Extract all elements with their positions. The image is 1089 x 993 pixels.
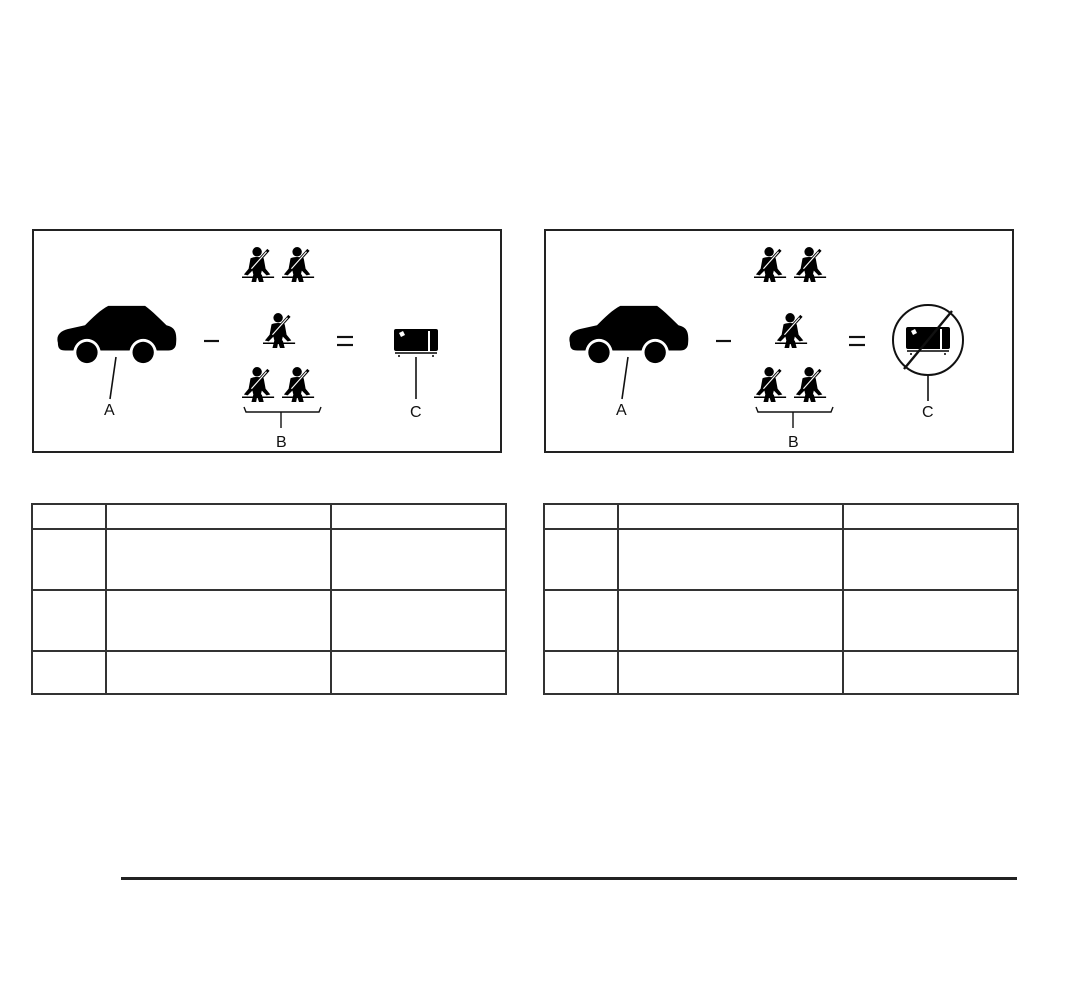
table-cell xyxy=(617,503,844,530)
table-cell xyxy=(330,589,507,652)
callout-label-c: C xyxy=(410,404,422,421)
table-cell xyxy=(617,528,844,591)
table-row xyxy=(543,528,1019,591)
callout-label-a: A xyxy=(616,402,627,419)
table-row xyxy=(543,503,1019,530)
callout-label-b: B xyxy=(788,434,799,451)
capacity-table-left xyxy=(31,503,507,695)
table-row xyxy=(31,650,507,695)
occupant-icon xyxy=(242,245,276,284)
table-row xyxy=(31,589,507,652)
table-cell xyxy=(543,589,619,652)
bracket-b xyxy=(243,406,322,413)
occupant-icon xyxy=(282,365,316,404)
table-cell xyxy=(31,650,107,695)
table-row xyxy=(31,528,507,591)
table-cell xyxy=(543,503,619,530)
occupant-icon xyxy=(754,365,788,404)
table-cell xyxy=(842,528,1019,591)
diagram-right: A B C xyxy=(544,229,1014,453)
table-row xyxy=(543,589,1019,652)
table-cell xyxy=(105,503,332,530)
no-cargo-slash xyxy=(903,310,953,370)
cargo-icon xyxy=(392,327,440,359)
table-cell xyxy=(617,589,844,652)
callout-label-a: A xyxy=(104,402,115,419)
table-cell xyxy=(842,589,1019,652)
diagram-left: A B C xyxy=(32,229,502,453)
occupant-icon xyxy=(775,311,809,350)
occupant-icon xyxy=(282,245,316,284)
occupant-icon xyxy=(242,365,276,404)
table-row xyxy=(31,503,507,530)
bracket-b xyxy=(755,406,834,413)
table-cell xyxy=(330,503,507,530)
table-cell xyxy=(31,503,107,530)
occupant-icon xyxy=(263,311,297,350)
capacity-table-right xyxy=(543,503,1019,695)
table-cell xyxy=(31,589,107,652)
callout-line-a xyxy=(109,356,117,400)
table-row xyxy=(543,650,1019,695)
vehicle-icon xyxy=(569,305,689,364)
table-cell xyxy=(31,528,107,591)
callout-line-a xyxy=(621,356,629,400)
callout-label-c: C xyxy=(922,404,934,421)
table-cell xyxy=(330,650,507,695)
seating-capacity-diagram: A B C xyxy=(57,245,440,451)
table-cell xyxy=(330,528,507,591)
table-cell xyxy=(105,589,332,652)
vehicle-icon xyxy=(57,305,177,364)
table-cell xyxy=(617,650,844,695)
table-cell xyxy=(543,528,619,591)
table-cell xyxy=(842,650,1019,695)
table-cell xyxy=(842,503,1019,530)
footer-rule xyxy=(121,877,1017,880)
table-cell xyxy=(105,650,332,695)
occupant-icon xyxy=(794,245,828,284)
occupant-icon xyxy=(794,365,828,404)
table-cell xyxy=(543,650,619,695)
table-cell xyxy=(105,528,332,591)
callout-label-b: B xyxy=(276,434,287,451)
seating-capacity-diagram: A B C xyxy=(569,245,964,451)
occupant-icon xyxy=(754,245,788,284)
